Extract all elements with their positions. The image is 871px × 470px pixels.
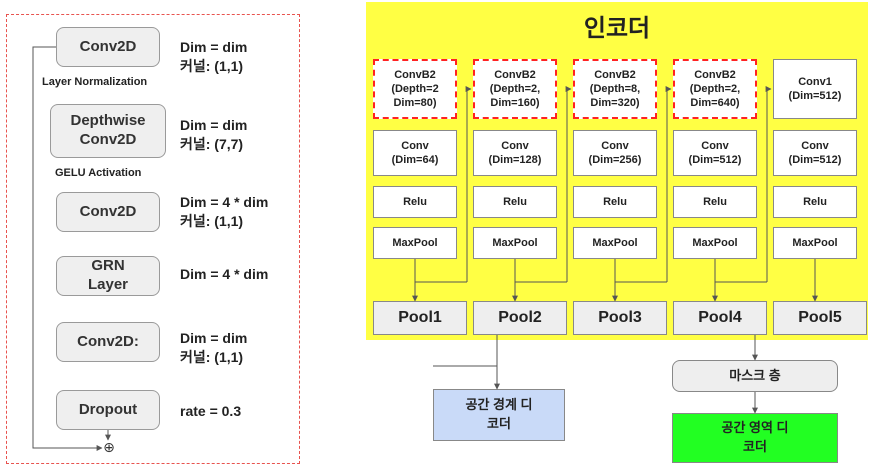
encoder-relu-box-3: Relu: [573, 186, 657, 218]
encoder-top-box-4: ConvB2 (Depth=2, Dim=640): [673, 59, 757, 119]
left-block-label: Conv2D:: [77, 332, 139, 350]
encoder-maxpool-box-5: MaxPool: [773, 227, 857, 259]
left-block-label: Conv2D: [79, 37, 137, 55]
left-block-label: Depthwise Conv2D: [70, 112, 146, 148]
left-block-depthwise: Depthwise Conv2D: [50, 104, 166, 158]
encoder-top-box-2: ConvB2 (Depth=2, Dim=160): [473, 59, 557, 119]
layer-normalization-label: Layer Normalization: [42, 76, 148, 88]
encoder-pool-2: Pool2: [473, 301, 567, 335]
encoder-relu-box-1: Relu: [373, 186, 457, 218]
region-decoder-box: 공간 영역 디코더: [672, 413, 838, 463]
left-block-label: GRN Layer: [87, 257, 129, 293]
left-note-4: Dim = 4 * dim: [180, 266, 269, 282]
encoder-top-box-3: ConvB2 (Depth=8, Dim=320): [573, 59, 657, 119]
encoder-conv-box-1: Conv (Dim=64): [373, 130, 457, 176]
left-block-label: Conv2D: [79, 202, 137, 220]
mask-layer-box: 마스크 층: [672, 360, 838, 392]
left-block-conv2d-1: Conv2D: [56, 27, 160, 67]
left-block-grn: GRN Layer: [56, 256, 160, 296]
encoder-pool-5: Pool5: [773, 301, 867, 335]
encoder-relu-box-4: Relu: [673, 186, 757, 218]
encoder-pool-3: Pool3: [573, 301, 667, 335]
left-block-label: Dropout: [78, 400, 138, 418]
encoder-top-box-5: Conv1 (Dim=512): [773, 59, 857, 119]
encoder-maxpool-box-2: MaxPool: [473, 227, 557, 259]
encoder-title: 인코더: [583, 15, 651, 42]
encoder-top-box-1: ConvB2 (Depth=2 Dim=80): [373, 59, 457, 119]
encoder-pool-1: Pool1: [373, 301, 467, 335]
left-block-conv2d-3: Conv2D:: [56, 322, 160, 362]
encoder-maxpool-box-1: MaxPool: [373, 227, 457, 259]
encoder-conv-box-2: Conv (Dim=128): [473, 130, 557, 176]
encoder-conv-box-5: Conv (Dim=512): [773, 130, 857, 176]
encoder-conv-box-3: Conv (Dim=256): [573, 130, 657, 176]
encoder-relu-box-2: Relu: [473, 186, 557, 218]
encoder-relu-box-5: Relu: [773, 186, 857, 218]
add-icon: ⊕: [103, 439, 115, 455]
encoder-maxpool-box-4: MaxPool: [673, 227, 757, 259]
left-block-conv2d-2: Conv2D: [56, 192, 160, 232]
gelu-activation-label: GELU Activation: [55, 167, 142, 179]
encoder-pool-4: Pool4: [673, 301, 767, 335]
convnext-block-frame: [6, 14, 300, 464]
left-block-dropout: Dropout: [56, 390, 160, 430]
left-note-6: rate = 0.3: [180, 403, 242, 419]
encoder-maxpool-box-3: MaxPool: [573, 227, 657, 259]
boundary-decoder-box: 공간 경계 디코더: [433, 389, 565, 441]
encoder-conv-box-4: Conv (Dim=512): [673, 130, 757, 176]
